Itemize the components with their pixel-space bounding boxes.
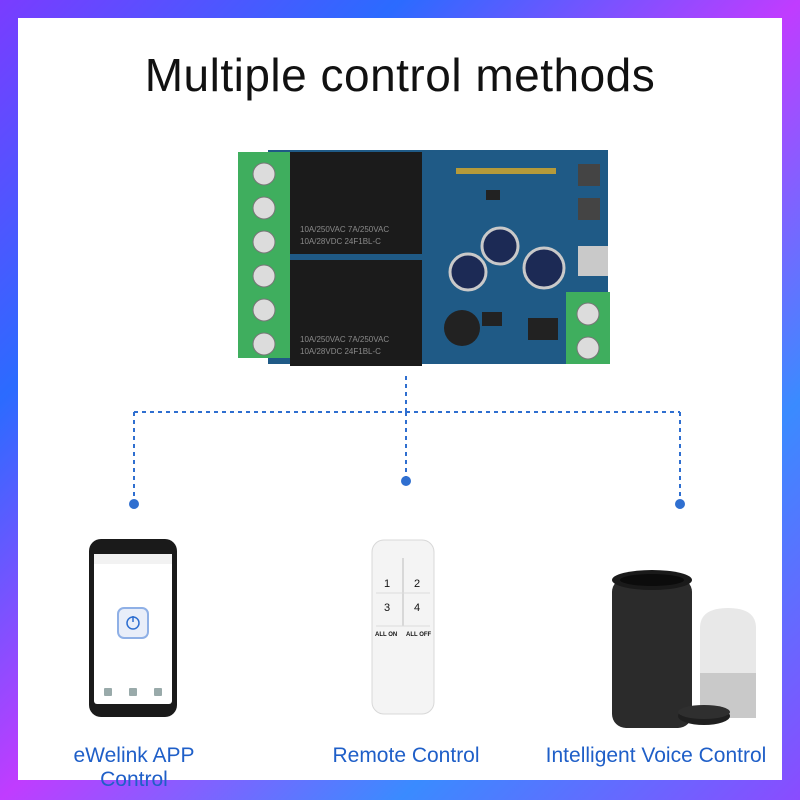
remote-all-off: ALL OFF: [406, 632, 432, 638]
connector-dot-remote: [401, 476, 411, 486]
remote-button-4: 4: [414, 602, 421, 614]
connector-dot-app: [129, 499, 139, 509]
capacitor-3: [522, 246, 566, 290]
remote-button-3: 3: [384, 602, 391, 614]
relay-bottom-text-1: 10A/250VAC 7A/250VAC: [300, 335, 389, 344]
phone-tab-icons: [104, 688, 162, 696]
relay-board-image: 10A/250VAC 7A/250VAC 10A/28VDC 24F1BL-C …: [238, 150, 610, 366]
page-title: Multiple control methods: [144, 49, 656, 101]
relay-bottom-text-2: 10A/28VDC 24F1BL-C: [300, 347, 381, 356]
push-button-1: [578, 164, 600, 186]
terminal-block-left: [238, 152, 290, 358]
relay-top-text-2: 10A/28VDC 24F1BL-C: [300, 237, 381, 246]
smartphone-image: [89, 539, 177, 717]
relay-top-text-1: 10A/250VAC 7A/250VAC: [300, 225, 389, 234]
power-button-ui: [117, 607, 149, 639]
label-voice-control: Intelligent Voice Control: [545, 744, 767, 767]
remote-button-2: 2: [414, 578, 421, 590]
chip-1: [528, 318, 558, 340]
remote-all-on: ALL ON: [375, 632, 398, 638]
connector-dot-voice: [675, 499, 685, 509]
capacitor-2: [480, 226, 520, 266]
smart-speakers-image: [612, 570, 756, 728]
remote-button-1: 1: [384, 578, 391, 590]
relay-top: [290, 152, 422, 254]
label-app-control: eWelink APP Control: [73, 744, 195, 791]
remote-control-image: 1 2 3 4 ALL ON ALL OFF: [370, 538, 436, 716]
dashed-connector-lines: [133, 376, 681, 502]
inductor: [444, 310, 480, 346]
echo-speaker: [612, 578, 692, 728]
product-card: Multiple control methods 10A/250VAC 7A/2…: [18, 18, 782, 791]
label-remote-control: Remote Control: [332, 744, 480, 767]
micro-usb-port: [578, 246, 608, 276]
capacitor-1: [448, 252, 488, 292]
push-button-2: [578, 198, 600, 220]
relay-bottom: [290, 260, 422, 366]
